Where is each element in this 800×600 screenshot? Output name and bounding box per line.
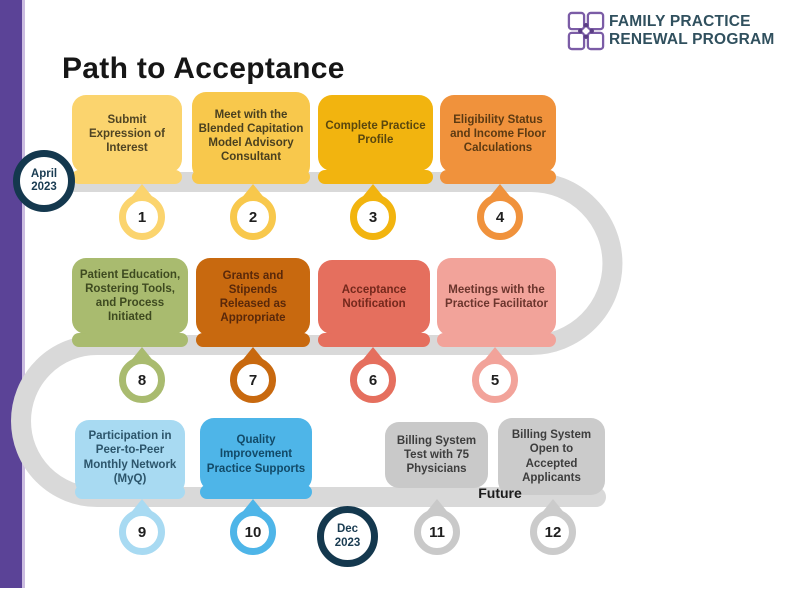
step-marker-6: 6 — [349, 347, 397, 403]
step-box-11: Billing System Test with 75 Physicians — [385, 422, 488, 488]
step-marker-5: 5 — [471, 347, 519, 403]
page-title: Path to Acceptance — [62, 52, 345, 85]
marker-number: 8 — [119, 357, 165, 403]
step-marker-11: 11 — [413, 499, 461, 555]
quatrefoil-icon — [567, 11, 605, 51]
step-box-10: Quality Improvement Practice Supports — [200, 418, 312, 491]
road-segment-step-5 — [437, 333, 556, 347]
marker-number: 7 — [230, 357, 276, 403]
step-box-5: Meetings with the Practice Facilitator — [437, 258, 556, 336]
marker-number: 4 — [477, 194, 523, 240]
marker-number: 5 — [472, 357, 518, 403]
marker-number: 3 — [350, 194, 396, 240]
road-segment-step-1 — [72, 170, 182, 184]
step-marker-10: 10 — [229, 499, 277, 555]
step-box-8: Patient Education, Rostering Tools, and … — [72, 258, 188, 334]
marker-number: 1 — [119, 194, 165, 240]
step-marker-12: 12 — [529, 499, 577, 555]
marker-number: 2 — [230, 194, 276, 240]
date-line-2: 2023 — [334, 536, 361, 549]
date-line-1: April — [30, 167, 58, 180]
step-box-9: Participation in Peer-to-Peer Monthly Ne… — [75, 420, 185, 495]
road-segment-step-4 — [440, 170, 556, 184]
step-box-4: Eligibility Status and Income Floor Calc… — [440, 95, 556, 173]
step-box-3: Complete Practice Profile — [318, 95, 433, 171]
step-marker-1: 1 — [118, 184, 166, 240]
date-line-1: Dec — [336, 523, 359, 536]
step-marker-9: 9 — [118, 499, 166, 555]
date-badge-april-2023: April 2023 — [13, 150, 75, 212]
road-segment-step-7 — [196, 333, 310, 347]
step-box-1: Submit Expression of Interest — [72, 95, 182, 173]
step-marker-3: 3 — [349, 184, 397, 240]
left-accent-strip — [22, 0, 25, 588]
step-box-2: Meet with the Blended Capitation Model A… — [192, 92, 310, 180]
step-box-6: Acceptance Notification — [318, 260, 430, 334]
logo-line-1: FAMILY PRACTICE — [609, 13, 751, 30]
road-segment-step-8 — [72, 333, 188, 347]
logo-line-2: RENEWAL PROGRAM — [609, 31, 775, 48]
date-line-2: 2023 — [31, 181, 57, 193]
marker-number: 11 — [414, 509, 460, 555]
step-box-12: Billing System Open to Accepted Applican… — [498, 418, 605, 495]
step-marker-7: 7 — [229, 347, 277, 403]
future-label: Future — [478, 485, 522, 501]
marker-number: 9 — [119, 509, 165, 555]
marker-number: 6 — [350, 357, 396, 403]
step-marker-2: 2 — [229, 184, 277, 240]
road-segment-step-6 — [318, 333, 430, 347]
road-segment-step-3 — [318, 170, 433, 184]
marker-number: 12 — [530, 509, 576, 555]
marker-number: 10 — [230, 509, 276, 555]
step-marker-8: 8 — [118, 347, 166, 403]
step-box-7: Grants and Stipends Released as Appropri… — [196, 258, 310, 336]
date-badge-dec-2023: Dec 2023 — [317, 506, 378, 567]
step-marker-4: 4 — [476, 184, 524, 240]
logo-wordmark: FAMILY PRACTICE RENEWAL PROGRAM — [609, 13, 774, 49]
